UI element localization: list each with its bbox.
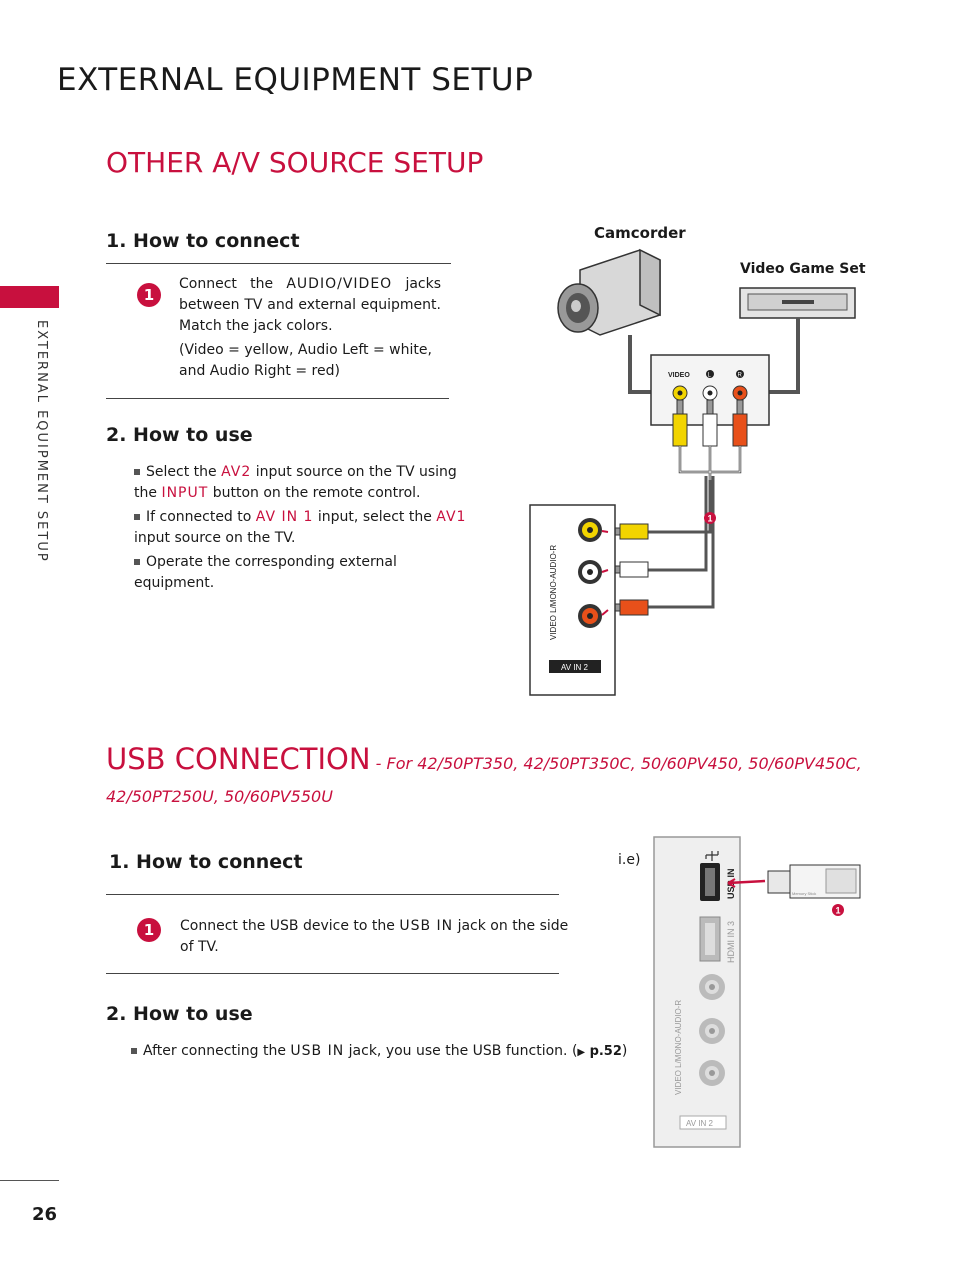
usb-connect-text-2: jack on the side of TV.	[180, 918, 569, 955]
av-callout-badge-circle	[704, 512, 716, 524]
bullet-square-icon	[131, 1048, 137, 1054]
av-bullet2-keyword-av1: AV1	[436, 509, 467, 525]
av-bullet2-keyword-avin1: AV IN 1	[255, 509, 314, 525]
usb-connect-heading: 1. How to connect	[109, 851, 303, 873]
bullet-square-icon	[134, 469, 140, 475]
video-game-label: Video Game Set	[740, 261, 866, 277]
tv-panel-av-label: VIDEO L/MONO-AUDIO-R	[549, 545, 558, 640]
av-connect-keyword: AUDIO/VIDEO	[286, 276, 393, 292]
hdmi-in-label: HDMI IN 3	[726, 921, 736, 963]
side-section-label: EXTERNAL EQUIPMENT SETUP	[34, 320, 49, 563]
av-bullet2-text-a: If connected to	[146, 509, 252, 525]
usb-bullet-text-a: After connecting the	[143, 1043, 286, 1059]
av-connect-text: Connect the AUDIO/VIDEO jacks between TV…	[179, 274, 441, 337]
av-use-bullet-1: Select the AV2 input source on the TV us…	[134, 462, 470, 504]
av-bullet1-keyword-input: INPUT	[161, 485, 209, 501]
usb-bullet-text-b: jack, you use the USB function. (	[348, 1043, 578, 1059]
panel-l-label: L	[708, 373, 712, 379]
side-tab-marker	[0, 286, 59, 308]
rca-plugs-top	[672, 399, 748, 447]
usb-stick-label: Memory Stick	[792, 891, 816, 896]
av-step-badge: 1	[137, 283, 161, 307]
tv-panel-badge: AV IN 2	[561, 663, 589, 672]
video-game-set-icon	[739, 287, 856, 319]
usb-panel-av-label: VIDEO L/MONO-AUDIO-R	[674, 1000, 683, 1095]
usb-section-title: USB CONNECTION - For 42/50PT350, 42/50PT…	[106, 742, 862, 776]
av-bullet2-text-c: input source on the TV.	[134, 530, 296, 546]
page-number-rule	[0, 1180, 59, 1181]
av-connect-text-2: jacks between TV and external equipment.…	[179, 276, 442, 334]
av-bullet1-text-b: input source on the TV using the	[134, 464, 457, 501]
usb-memory-stick-icon: Memory Stick	[767, 864, 861, 899]
usb-callout-badge-circle	[832, 904, 844, 916]
usb-use-bullet: After connecting the USB IN jack, you us…	[131, 1041, 627, 1063]
bullet-square-icon	[134, 559, 140, 565]
usb-connect-text: Connect the USB device to the USB IN jac…	[180, 916, 570, 958]
camcorder-icon	[557, 248, 661, 336]
av-bullet1-keyword-av2: AV2	[221, 464, 252, 480]
av-connect-text-1: Connect the	[179, 276, 274, 292]
usb-connect-rule-bottom	[106, 973, 559, 974]
usb-step-badge: 1	[137, 918, 161, 942]
usb-connection-diagram: USB IN HDMI IN 3 VIDEO L/MONO-AUDIO-R AV…	[653, 836, 861, 1148]
av-bullet1-text-a: Select the	[146, 464, 217, 480]
usb-panel-av-badge: AV IN 2	[686, 1119, 714, 1128]
page-title: EXTERNAL EQUIPMENT SETUP	[57, 62, 534, 98]
usb-symbol-icon	[705, 851, 719, 861]
av-connection-diagram: VIDEO L R 1 VIDEO L/MONO-AUDIO-R AV IN 2	[529, 248, 856, 696]
arrow-right-icon: ▶	[577, 1047, 586, 1058]
usb-use-heading: 2. How to use	[106, 1003, 253, 1025]
av-use-heading: 2. How to use	[106, 424, 253, 446]
usb-example-label: i.e)	[618, 852, 641, 868]
panel-r-label: R	[738, 373, 743, 379]
av-connect-note: (Video = yellow, Audio Left = white, and…	[179, 342, 432, 379]
usb-bullet-keyword: USB IN	[290, 1043, 345, 1059]
av-connect-heading: 1. How to connect	[106, 230, 300, 252]
av-use-bullet-3: Operate the corresponding external equip…	[134, 552, 474, 594]
bullet-square-icon	[134, 514, 140, 520]
tv-side-panel-usb	[653, 836, 741, 1148]
usb-subtitle-2: 42/50PT250U, 50/60PV550U	[106, 787, 333, 806]
av-bullet2-text-b: input, select the	[317, 509, 432, 525]
panel-video-label: VIDEO	[668, 372, 690, 379]
av-bullet1-text-c: button on the remote control.	[212, 485, 421, 501]
usb-connect-keyword: USB IN	[399, 918, 454, 934]
av-connect-rule-top	[106, 263, 451, 264]
av-bullet3-text: Operate the corresponding external equip…	[134, 554, 397, 591]
av-callout-number: 1	[708, 514, 713, 524]
page-number: 26	[32, 1204, 58, 1225]
usb-subtitle-1: - For 42/50PT350, 42/50PT350C, 50/60PV45…	[375, 754, 862, 773]
av-section-title: OTHER A/V SOURCE SETUP	[106, 146, 484, 179]
camcorder-label: Camcorder	[594, 224, 686, 242]
usb-title-text: USB CONNECTION	[106, 742, 371, 776]
usb-connect-rule-top	[106, 894, 559, 895]
av-connect-rule-bottom	[106, 398, 449, 399]
usb-connect-text-1: Connect the USB device to the	[180, 918, 395, 934]
usb-page-reference[interactable]: p.52	[589, 1044, 622, 1059]
usb-callout-number: 1	[836, 906, 841, 916]
usb-bullet-text-c: )	[621, 1043, 628, 1059]
av-use-bullet-2: If connected to AV IN 1 input, select th…	[134, 507, 470, 549]
